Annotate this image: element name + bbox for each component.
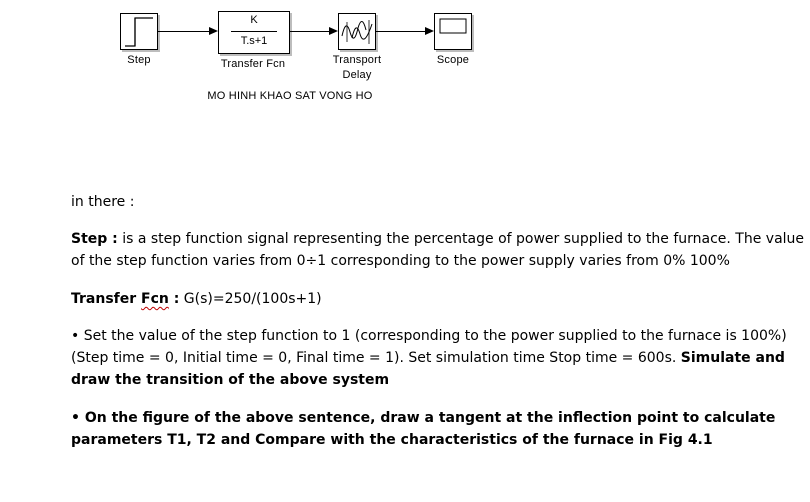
- arrow-head: [209, 27, 218, 35]
- intro-text: in there :: [71, 191, 806, 213]
- bullet-2: • On the figure of the above sentence, d…: [71, 407, 806, 451]
- transfer-paragraph: Transfer Fcn : G(s)=250/(100s+1): [71, 288, 806, 310]
- arrow-head: [425, 27, 434, 35]
- transfer-denominator: T.s+1: [240, 35, 268, 47]
- transfer-term-word1: Transfer: [71, 291, 142, 307]
- bullet-1: • Set the value of the step function to …: [71, 325, 806, 391]
- bullet-1-bold: Simulate and draw the transition of the …: [71, 350, 785, 388]
- transfer-fcn-block[interactable]: K T.s+1: [218, 11, 290, 54]
- diagram-caption: MO HINH KHAO SAT VONG HO: [207, 90, 373, 102]
- transport-delay-label-2: Delay: [342, 69, 372, 81]
- transfer-term-colon: :: [168, 291, 180, 307]
- bullet-1-text: • Set the value of the step function to …: [71, 328, 787, 366]
- signal-line: [290, 31, 330, 32]
- fraction-bar: [231, 31, 277, 32]
- step-icon: [125, 17, 153, 47]
- scope-label: Scope: [436, 54, 470, 66]
- intro-line: in there :: [71, 194, 135, 210]
- step-paragraph: Step : is a step function signal represe…: [71, 228, 806, 272]
- transfer-fcn-label: Transfer Fcn: [220, 58, 286, 70]
- signal-line: [158, 31, 210, 32]
- step-block[interactable]: [120, 13, 158, 50]
- step-description: is a step function signal representing t…: [71, 231, 805, 269]
- transfer-description: G(s)=250/(100s+1): [179, 291, 322, 307]
- arrow-head: [329, 27, 338, 35]
- bullet-2-text: • On the figure of the above sentence, d…: [71, 410, 776, 448]
- transport-delay-block[interactable]: [338, 13, 376, 50]
- delay-waveform-icon: [341, 20, 373, 44]
- step-term: Step :: [71, 231, 118, 247]
- transport-delay-label-1: Transport: [332, 54, 382, 66]
- signal-line: [376, 31, 426, 32]
- step-label: Step: [127, 54, 151, 66]
- scope-block[interactable]: [434, 13, 472, 50]
- transfer-numerator: K: [250, 14, 258, 26]
- scope-screen-icon: [439, 18, 467, 34]
- simulink-diagram: Step K T.s+1 Transfer Fcn Transport Dela…: [0, 0, 810, 120]
- transfer-term-word2: Fcn: [141, 291, 169, 307]
